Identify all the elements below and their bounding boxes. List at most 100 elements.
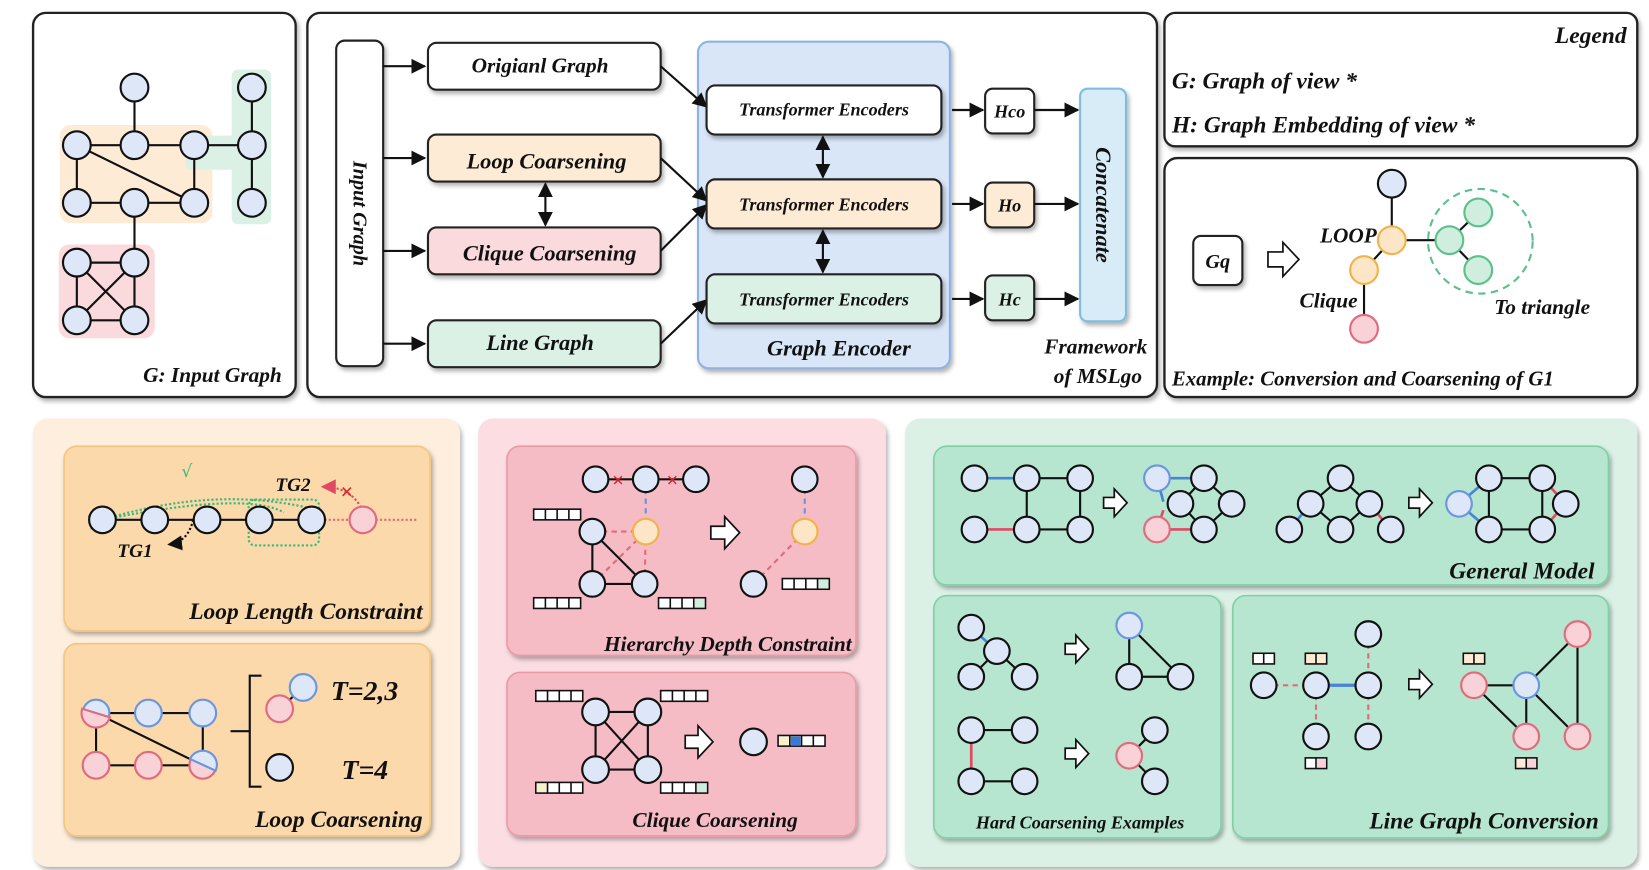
svg-text:Hc: Hc [998,289,1021,309]
loop-length-card [63,445,431,632]
line-graph-caption: Line Graph Conversion [1368,808,1599,834]
graph-node [236,130,267,161]
example-node [1463,197,1494,228]
triangle-label: To triangle [1494,295,1590,319]
loop-node [244,505,274,535]
hier-node [790,465,819,494]
svg-text:Clique Coarsening: Clique Coarsening [463,240,637,265]
feature-vector-icon [534,689,584,703]
embedding-hc: Hc [984,274,1036,322]
convert-arrow-icon [1064,632,1090,666]
view-loop-coarsening: Loop Coarsening [426,133,662,183]
general-model-card [933,445,1610,586]
graph-node [179,187,210,218]
hard-coarsening-caption: Hard Coarsening Examples [975,812,1184,832]
input-graph-panel: G: Input Graph [31,11,297,399]
concatenate-box: Concatenate [1079,87,1128,323]
general-model-graph-2 [1275,464,1405,544]
coarsened-node [739,727,768,757]
loop-section: √ ✕ TG1 TG2 Loop Length Constraint [33,418,461,867]
graph-node [236,72,267,103]
loop-coarsening-caption: Loop Coarsening [254,807,423,833]
framework-caption-line2: of MSLgo [1054,364,1142,388]
line-section: General Model [905,418,1638,867]
embedding-hco: Hco [984,87,1036,135]
view-original-graph: Origianl Graph [426,41,662,91]
cross-mark: ✕ [340,482,353,501]
convert-arrow-icon [684,723,715,761]
line-graph-card [1231,594,1610,839]
check-mark: √ [181,462,192,482]
clique-node [581,755,610,785]
split-node [188,749,218,780]
svg-text:Ho: Ho [997,195,1021,215]
encoder-loop: Transformer Encoders [705,178,943,230]
input-graph-label: Input Graph [348,160,370,266]
convert-arrow-icon [709,514,741,551]
hier-node [631,465,660,494]
result-node [265,753,295,782]
example-node-clique [1349,255,1379,286]
view-line-graph: Line Graph [426,319,662,369]
svg-text:Origianl Graph: Origianl Graph [472,54,609,78]
feature-vector-icon [657,596,707,610]
input-graph-caption: G: Input Graph [143,363,282,387]
hier-node [739,570,768,598]
hierarchy-card [506,445,857,657]
example-node [1434,225,1465,256]
hierarchy-caption: Hierarchy Depth Constraint [603,632,853,656]
tg2-label: TG2 [275,475,311,496]
graph-node [119,187,150,218]
result-node [288,673,318,702]
graph-node [119,247,150,278]
general-model-result-1 [1143,464,1246,544]
feature-vector-icon [659,689,709,703]
line-graph-result [1460,620,1592,770]
graph-node [119,130,150,161]
example-node [1349,313,1379,344]
loop-coarsening-card [63,642,431,837]
graph-node [61,247,92,278]
tg1-label: TG1 [117,541,152,562]
encoder-original: Transformer Encoders [705,84,943,136]
example-node [1376,168,1407,199]
t-upper-label: T=2,3 [331,676,399,707]
dashed-triangle-circle [1426,187,1534,295]
hard-result-2 [1115,716,1169,796]
example-panel: Gq LOOP Clique To triangle Example: Conv… [1163,156,1639,399]
loop-node [140,505,170,535]
loop-node [188,698,218,728]
clique-node [581,697,610,727]
hier-node [578,570,607,598]
legend-panel: Legend G: Graph of view * H: Graph Embed… [1163,11,1639,148]
svg-text:Transformer Encoders: Transformer Encoders [739,99,909,119]
svg-text:Line Graph: Line Graph [485,330,594,355]
svg-text:Transformer Encoders: Transformer Encoders [739,289,909,309]
loop-node [192,505,222,535]
view-clique-coarsening: Clique Coarsening [426,226,662,276]
bracket-icon [230,674,262,788]
graph-node [119,305,150,336]
feature-vector-icon [781,577,831,591]
general-model-graph-1 [960,464,1094,544]
graph-node [61,187,92,218]
svg-text:Concatenate: Concatenate [1091,147,1116,263]
split-node [80,698,112,729]
legend-item-g: G: Graph of view * [1172,69,1357,95]
loop-node [133,698,163,728]
t-lower-label: T=4 [342,755,389,786]
clique-label: Clique [1300,288,1358,312]
clique-section: ✕ ✕ [478,418,886,867]
convert-arrow-icon [1102,486,1129,519]
svg-text:Loop Coarsening: Loop Coarsening [465,149,626,174]
svg-text:Transformer Encoders: Transformer Encoders [739,194,909,214]
line-graph-source [1249,620,1383,770]
graph-node [119,72,150,103]
graph-node [61,130,92,161]
legend-item-h: H: Graph Embedding of view * [1171,112,1475,138]
convert-arrow-icon [1267,240,1301,279]
gq-box [1192,234,1244,287]
general-model-result-2 [1445,464,1580,544]
edge-feature-icon [1304,652,1328,665]
